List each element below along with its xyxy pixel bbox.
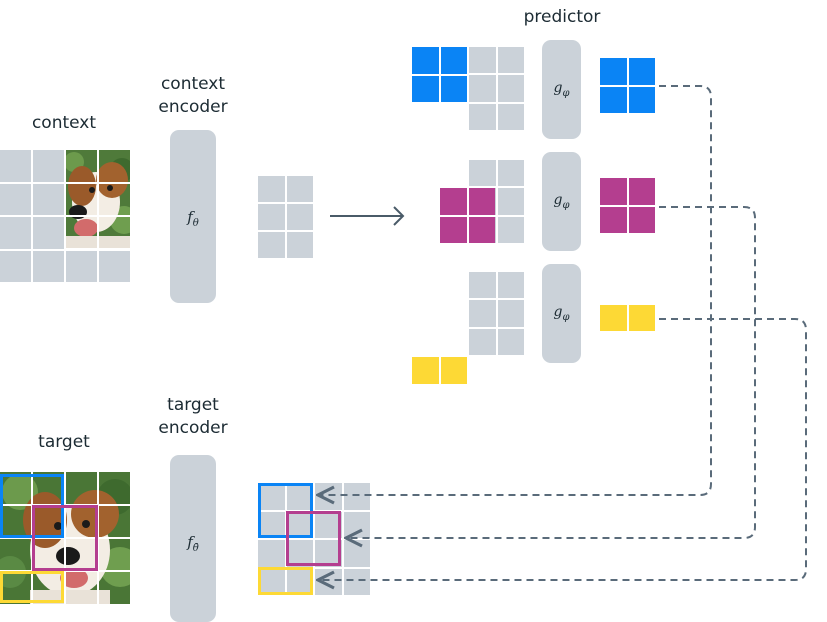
context-image-grid [0,150,130,282]
context-token [469,103,496,130]
predictor-input-magenta-mask [440,188,495,243]
context-patch [0,183,31,215]
right-arrow-icon [330,206,405,226]
magenta-prediction-patch [600,206,627,233]
target-embedding-patch [258,511,285,538]
context-patch [0,217,31,249]
target-encoder-label-line2: encoder [158,418,228,438]
blue-prediction-patch [600,58,627,85]
predictor-input-yellow-mask [412,357,467,384]
context-patch [0,250,31,282]
context-embedding-patch [286,204,313,230]
context-token [497,188,524,215]
predictor-label: predictor [523,7,601,27]
target-embedding-patch [258,540,285,567]
magenta-mask-token [440,216,467,243]
magenta-prediction-patch [628,178,655,205]
context-embedding-patch [258,232,285,258]
context-token [469,300,496,327]
magenta-loss-arrow [346,206,756,538]
predicted-blue-embedding [600,58,655,113]
magenta-mask-token [468,216,495,243]
target-embedding-patch [343,483,370,510]
predictor-block-3: gφ [542,264,581,363]
blue-mask-token [412,75,439,102]
context-patch [33,183,64,215]
blue-mask-token [412,47,439,74]
context-representation-grid [258,176,313,258]
context-token [497,272,524,299]
magenta-prediction-patch [600,178,627,205]
target-rep-yellow-outline [258,567,313,595]
target-encoder-symbol: fθ̄ [187,533,199,554]
context-token [469,160,496,187]
context-token [469,75,496,102]
predicted-magenta-embedding [600,178,655,233]
context-token [497,103,524,130]
target-embedding-patch [343,511,370,538]
yellow-prediction-patch [600,305,627,331]
context-patch [66,250,97,282]
magenta-mask-token [440,188,467,215]
predictor-block-1: gφ [542,40,581,139]
context-encoder-label-line1: context [160,74,226,94]
blue-mask-token [440,75,467,102]
context-encoder-symbol: fθ [187,208,199,229]
predictor-input-context-1 [469,47,524,130]
yellow-mask-token [412,357,439,384]
target-embedding-patch [258,483,285,510]
predictor-block-2: gφ [542,152,581,251]
dog-photo-icon [66,150,130,248]
context-embedding-patch [286,232,313,258]
context-token [469,328,496,355]
target-embedding-patch [286,540,313,567]
target-embedding-patch [343,568,370,595]
blue-mask-token [440,47,467,74]
context-patch [0,150,31,182]
target-embedding-patch [286,568,313,595]
predicted-yellow-embedding [600,305,655,331]
context-embedding-patch [286,176,313,202]
context-patch [33,150,64,182]
context-token [497,47,524,74]
context-token [497,328,524,355]
yellow-mask-token [440,357,467,384]
context-token [497,300,524,327]
target-encoder-label-line1: target [167,395,219,415]
context-encoder-block: fθ [170,130,216,303]
target-encoder-block: fθ̄ [170,455,216,622]
context-token [469,272,496,299]
context-embedding-patch [258,176,285,202]
context-token [497,216,524,243]
predictor-input-context-3 [469,272,524,355]
context-token [469,47,496,74]
blue-prediction-patch [600,86,627,113]
context-token [497,75,524,102]
target-rep-magenta-outline [286,511,341,566]
context-patch [33,250,64,282]
magenta-mask-token [468,188,495,215]
target-magenta-block-outline [32,505,98,571]
blue-prediction-patch [628,86,655,113]
target-yellow-block-outline [0,571,64,603]
blue-prediction-patch [628,58,655,85]
context-patch [33,217,64,249]
target-rep-blue-outline [258,483,313,538]
context-label: context [31,113,97,133]
predictor-input-blue-mask [412,47,467,102]
target-embedding-patch [315,568,342,595]
target-label: target [38,432,90,452]
target-embedding-patch [258,568,285,595]
target-embedding-patch [286,483,313,510]
context-token [497,160,524,187]
target-embedding-patch [286,511,313,538]
context-encoder-label-line2: encoder [158,97,228,117]
target-embedding-patch [343,540,370,567]
context-embedding-patch [258,204,285,230]
target-embedding-patch [315,483,342,510]
yellow-prediction-patch [628,305,655,331]
context-patch [99,250,130,282]
magenta-prediction-patch [628,206,655,233]
